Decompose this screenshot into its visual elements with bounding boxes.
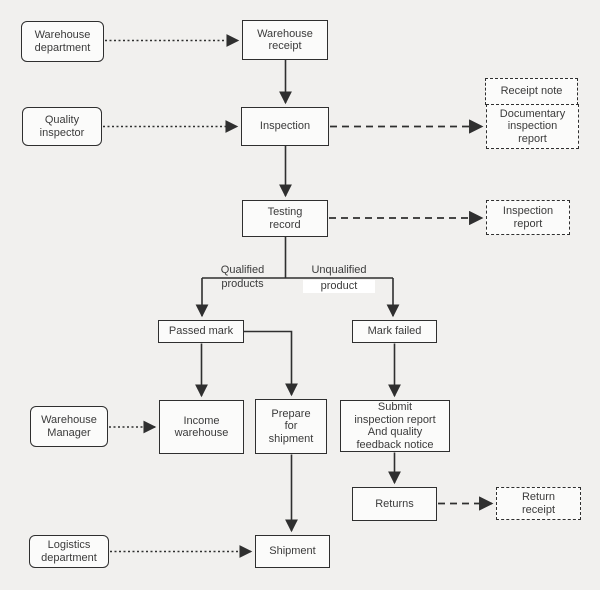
node-logistics-department: Logistics department bbox=[29, 535, 109, 568]
node-testing-record: Testing record bbox=[242, 200, 328, 237]
node-submit-inspection-report: Submit inspection report And quality fee… bbox=[340, 400, 450, 452]
label-unqualified-product: Unqualified product bbox=[303, 264, 375, 293]
node-shipment: Shipment bbox=[255, 535, 330, 568]
label-qualified-line1: Qualified bbox=[220, 264, 265, 276]
node-passed-mark: Passed mark bbox=[158, 320, 244, 343]
node-income-warehouse: Income warehouse bbox=[159, 400, 244, 454]
node-documentary-inspection-report: Documentary inspection report bbox=[486, 104, 579, 149]
node-return-receipt: Return receipt bbox=[496, 487, 581, 520]
node-quality-inspector: Quality inspector bbox=[22, 107, 102, 146]
node-returns: Returns bbox=[352, 487, 437, 521]
node-warehouse-manager: Warehouse Manager bbox=[30, 406, 108, 447]
node-warehouse-department: Warehouse department bbox=[21, 21, 104, 62]
node-receipt-note: Receipt note bbox=[485, 78, 578, 105]
branch-split-line bbox=[202, 237, 393, 279]
label-qualified-products: Qualified products bbox=[206, 264, 279, 292]
node-mark-failed: Mark failed bbox=[352, 320, 437, 343]
node-prepare-for-shipment: Prepare for shipment bbox=[255, 399, 327, 454]
node-inspection: Inspection bbox=[241, 107, 329, 146]
label-qualified-line2: products bbox=[221, 278, 264, 290]
node-warehouse-receipt: Warehouse receipt bbox=[242, 20, 328, 60]
label-unqualified-line2: product bbox=[303, 280, 375, 293]
arrow-passed-mark-to-prepare-for-shipment bbox=[244, 330, 298, 397]
label-unqualified-line1: Unqualified bbox=[311, 264, 367, 276]
node-inspection-report: Inspection report bbox=[486, 200, 570, 235]
